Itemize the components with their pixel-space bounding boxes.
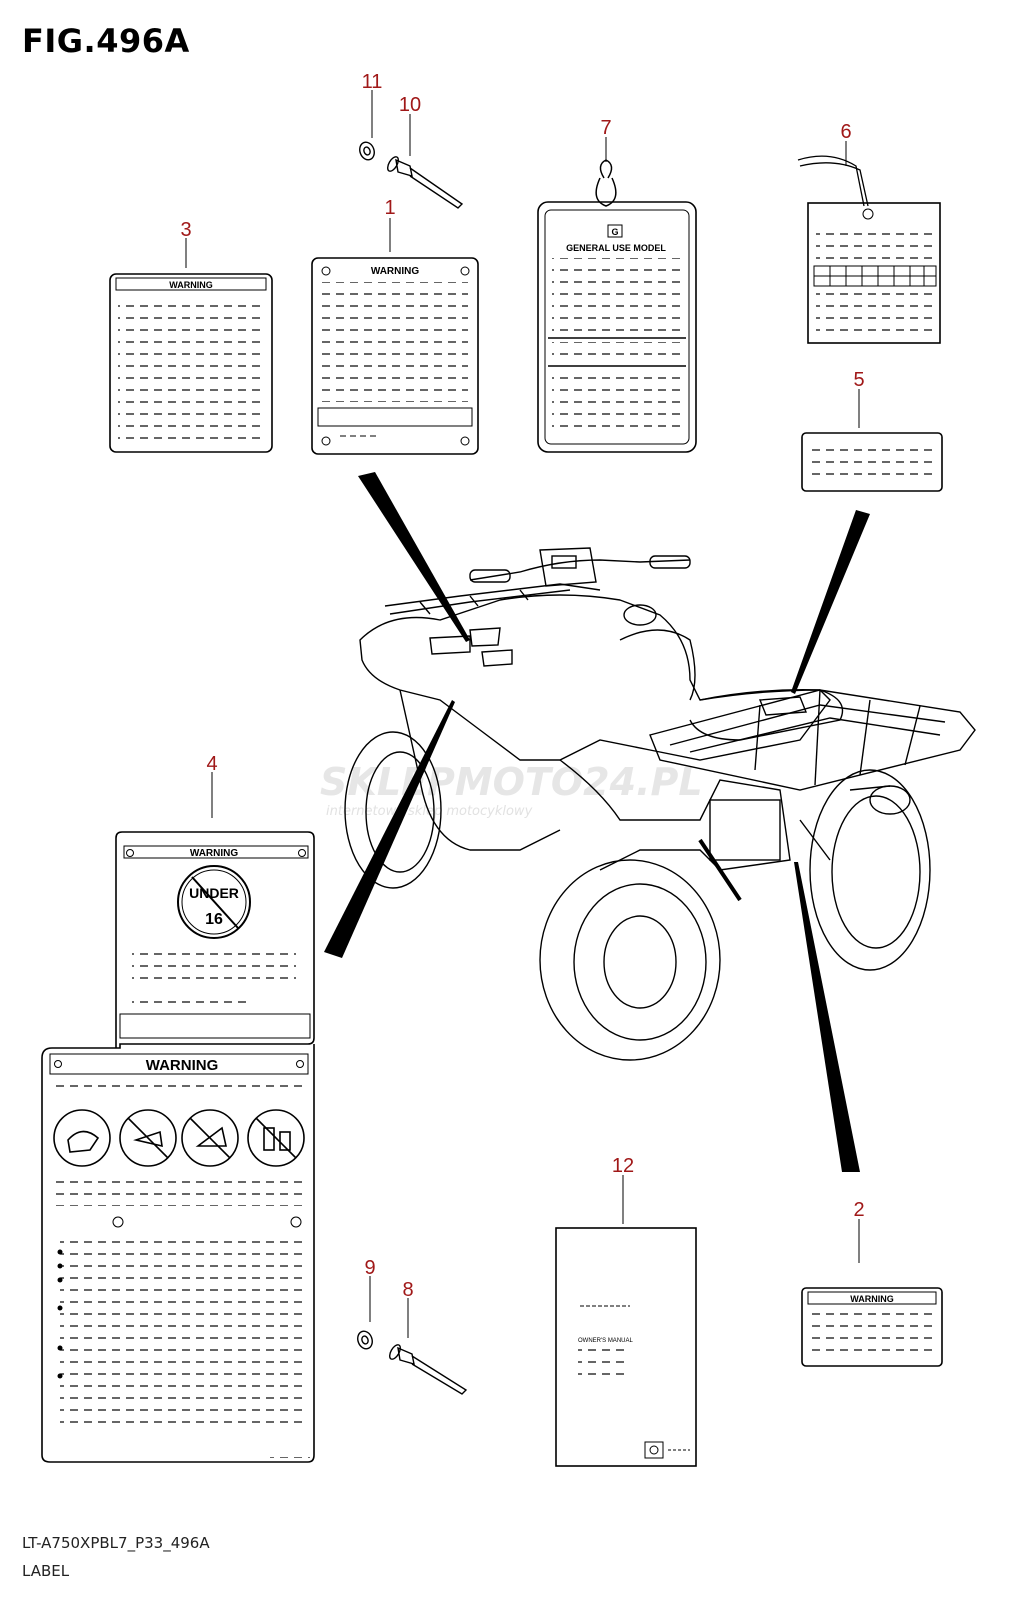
part-8-rivet	[389, 1344, 468, 1395]
callout-2: 2	[853, 1199, 864, 1221]
part-6-tag	[797, 155, 941, 344]
part-7-general-use: GENERAL USE MODEL	[566, 243, 666, 253]
callouts: 1 2 3 4 5 7 6 8 9 10 11 12	[180, 71, 865, 1338]
pictogram-4	[247, 1109, 305, 1167]
part-7-g-mark: G	[611, 227, 618, 237]
pointer-wedges	[324, 472, 870, 1172]
part-4-label: WARNING UNDER 16 WARNING	[41, 831, 315, 1463]
part-1-label: WARNING	[311, 257, 479, 455]
part-7-tag: G GENERAL USE MODEL	[537, 159, 697, 453]
callout-12: 12	[612, 1155, 634, 1177]
part-3-label: WARNING	[109, 273, 273, 453]
figure-title: FIG.496A	[22, 22, 190, 60]
callout-5: 5	[853, 369, 864, 391]
pointer-wedge-label5	[791, 510, 870, 694]
pointer-wedge-label2	[794, 862, 860, 1172]
part-4-under: UNDER	[189, 885, 239, 901]
part-11-washer	[359, 141, 375, 161]
part-12-manual: OWNER'S MANUAL	[555, 1227, 697, 1467]
part-3-warning: WARNING	[169, 280, 213, 290]
callout-3: 3	[180, 219, 191, 241]
figure-code: LT-A750XPBL7_P33_496A	[22, 1534, 210, 1552]
part-4-age: 16	[205, 911, 223, 928]
watermark: SKLEPMOTO24.PL internetowy sklep motocyk…	[320, 760, 703, 819]
part-9-washer	[357, 1330, 373, 1350]
callout-8: 8	[402, 1279, 413, 1301]
atv-illustration	[344, 547, 976, 1061]
pointer-wedge-label4	[324, 700, 455, 958]
callout-1: 1	[384, 197, 395, 219]
part-10-rivet	[387, 156, 464, 209]
pictogram-1	[53, 1109, 111, 1167]
callout-9: 9	[364, 1257, 375, 1279]
callout-6: 6	[840, 121, 851, 143]
pictogram-2	[119, 1109, 177, 1167]
part-5-label	[801, 432, 943, 492]
pictogram-3	[181, 1109, 239, 1167]
part-12-title: OWNER'S MANUAL	[578, 1338, 633, 1344]
pointer-wedge-label1	[358, 472, 470, 642]
callout-7: 7	[600, 117, 611, 139]
part-2-label: WARNING	[801, 1287, 943, 1367]
callout-10: 10	[399, 94, 421, 116]
callout-4: 4	[206, 753, 217, 775]
part-1-warning: WARNING	[371, 266, 420, 277]
watermark-brand: SKLEPMOTO24.PL	[320, 760, 703, 804]
part-4-warning-main: WARNING	[146, 1057, 219, 1074]
part-2-warning: WARNING	[850, 1294, 894, 1304]
callout-11: 11	[362, 71, 383, 93]
part-4-warning-top: WARNING	[190, 848, 239, 859]
figure-subtitle: LABEL	[22, 1562, 70, 1580]
